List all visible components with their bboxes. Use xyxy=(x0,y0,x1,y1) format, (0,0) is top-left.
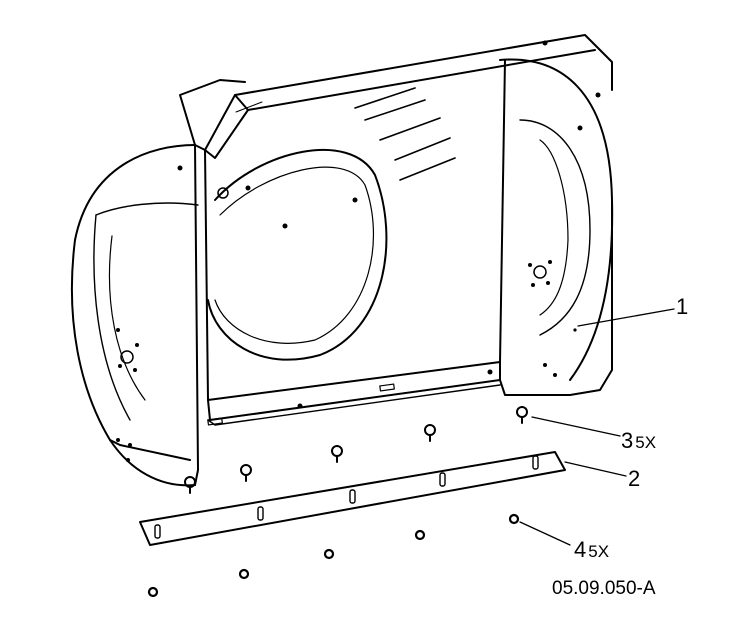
callout-3-quantity: 5X xyxy=(635,433,657,452)
housing-holes xyxy=(116,40,601,462)
callout-2: 2 xyxy=(628,466,640,492)
callout-3-number: 3 xyxy=(621,428,634,453)
figure-code: 05.09.050-A xyxy=(552,578,656,599)
callout-4-number: 4 xyxy=(574,537,587,562)
callout-2-number: 2 xyxy=(628,466,641,491)
nuts-part-4 xyxy=(147,513,520,598)
callout-leader-lines xyxy=(519,308,675,546)
carriage-bolts-part-3 xyxy=(184,406,528,494)
callout-1-number: 1 xyxy=(676,294,689,319)
scraper-bar-part-2 xyxy=(139,451,566,546)
callout-1: 1 xyxy=(676,294,688,320)
auger-housing-part-1 xyxy=(70,34,614,487)
callout-4-quantity: 5X xyxy=(588,542,610,561)
